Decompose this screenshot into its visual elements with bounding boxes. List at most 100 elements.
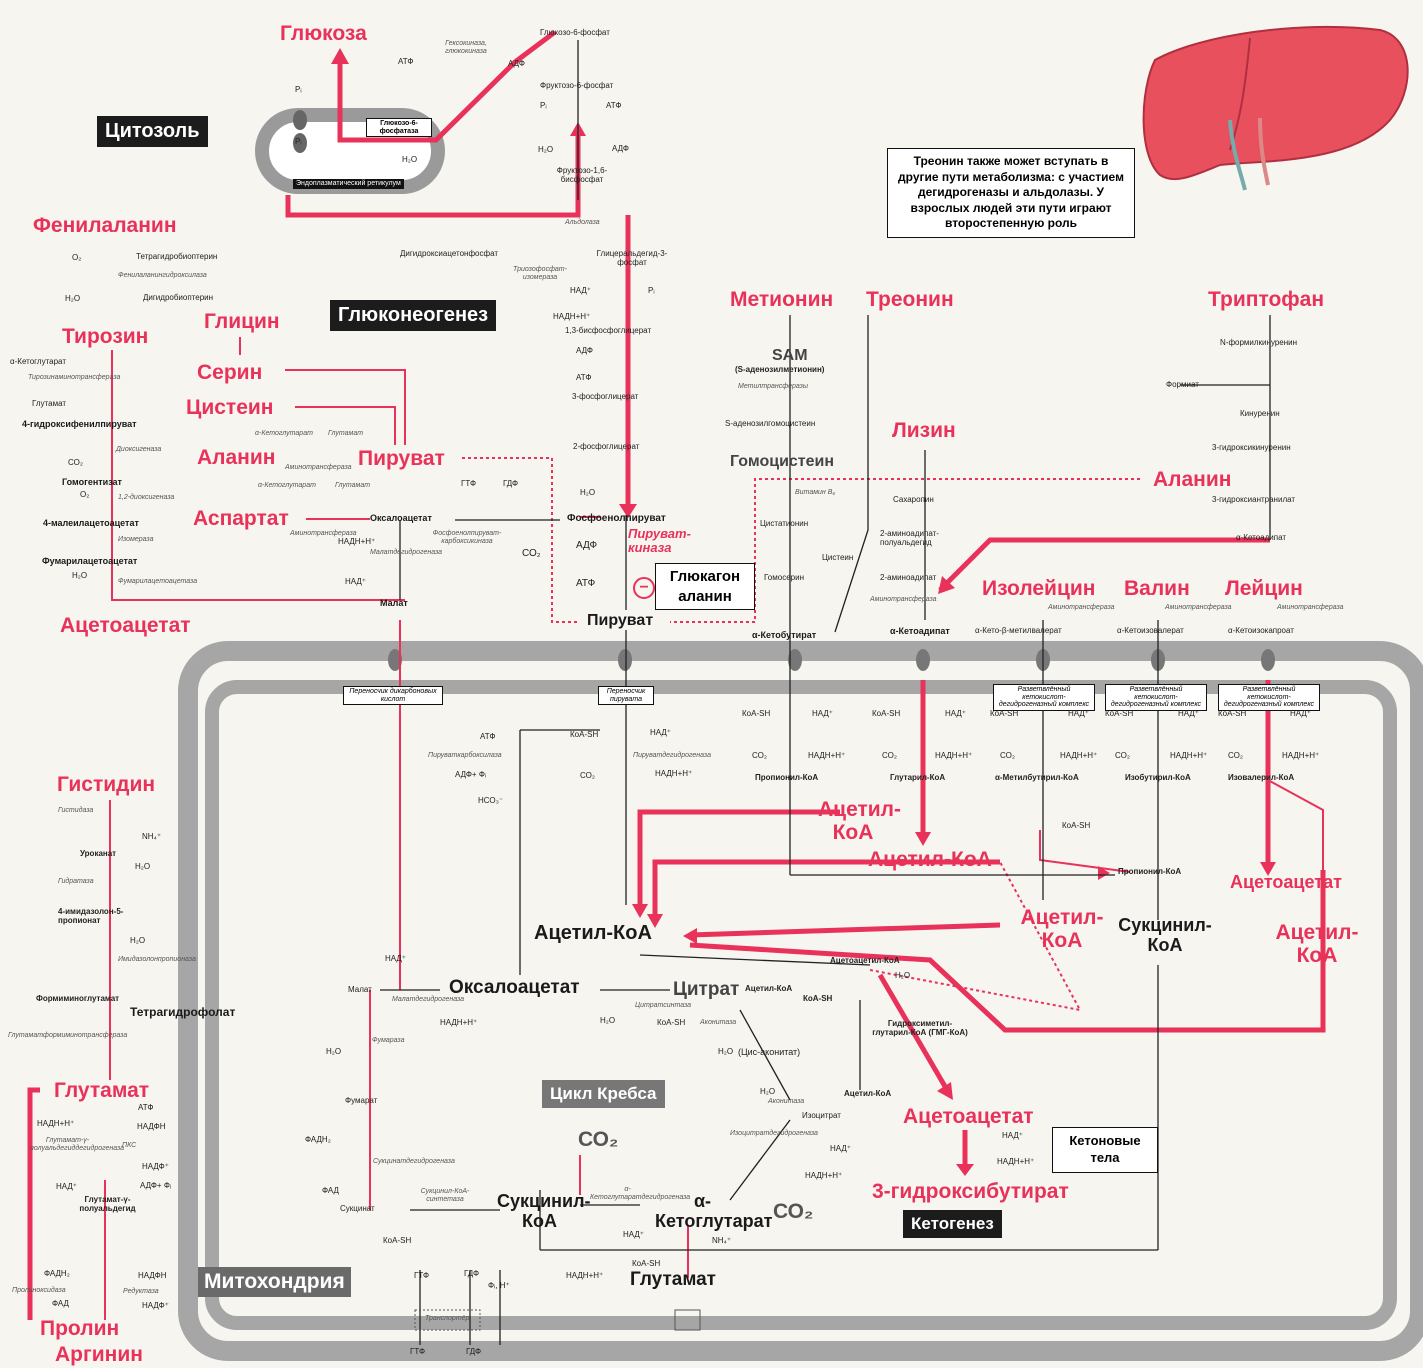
- sdh-label: Сукцинатдегидрогеназа: [373, 1158, 455, 1165]
- tat-label: Тирозинаминотрансфераза: [28, 374, 121, 381]
- pro-fadh: ФАДН₂: [44, 1269, 70, 1278]
- pi-1: Рᵢ: [540, 101, 547, 110]
- tyr-co2: СО₂: [68, 458, 83, 467]
- g6pase-box: Глюкозо-6-фосфатаза: [366, 118, 432, 138]
- p5cs-adp: АДФ+ Фᵢ: [140, 1181, 172, 1190]
- diox-label: Диоксигеназа: [116, 446, 162, 453]
- leucine-label: Лейцин: [1225, 577, 1303, 600]
- keto-nad: НАД⁺: [1002, 1131, 1024, 1140]
- coash-prop: КоА-SH: [1062, 821, 1091, 830]
- pi-mito: Фᵢ, Н⁺: [488, 1281, 510, 1290]
- imp-label: 4-имидазолон-5-пропионат: [58, 907, 124, 925]
- aspartate-label: Аспартат: [193, 507, 289, 530]
- co2-e: СО₂: [1228, 751, 1243, 760]
- sam-full: (S-аденозилметионин): [735, 365, 825, 374]
- ala-glu: Глутамат: [328, 430, 364, 437]
- bpg-label: 1,3-бисфосфоглицерат: [565, 326, 652, 335]
- tyr-glu: Глутамат: [32, 399, 67, 408]
- isoleucine-label: Изолейцин: [982, 577, 1096, 600]
- nad-e: НАД⁺: [1290, 709, 1312, 718]
- oxaloacetate-main: Оксалоацетат: [449, 977, 580, 998]
- glucagon-box: Глюкагон аланин: [655, 563, 755, 610]
- ka-label: α-Кетоадипат: [890, 626, 950, 636]
- pdh-nadh: НАДН+Н⁺: [655, 769, 693, 778]
- nad-b: НАД⁺: [945, 709, 967, 718]
- aaa-label: 2-аминоадипат-полуальдегид: [880, 529, 939, 547]
- histidine-label: Гистидин: [57, 773, 156, 796]
- cs-coash: КоА-SH: [657, 1018, 686, 1027]
- hga-label: Гомогентизат: [62, 477, 122, 487]
- nadh-d: НАДН+Н⁺: [1170, 751, 1208, 760]
- hco3: НСО₃⁻: [478, 796, 504, 805]
- keto-nadh: НАДН+Н⁺: [997, 1157, 1035, 1166]
- inhibition-sign: −: [633, 577, 655, 599]
- mito-atp: АТФ: [480, 732, 496, 741]
- pg3-label: 3-фосфоглицерат: [572, 392, 639, 401]
- co2-a: СО₂: [752, 751, 767, 760]
- pro-nadph: НАДФН: [138, 1271, 167, 1280]
- proline-label: Пролин: [40, 1317, 120, 1340]
- b6-label: Витамин В₆: [795, 489, 836, 496]
- pc-label: Пируваткарбоксилаза: [428, 752, 502, 759]
- pyruvate-carrier-box: Переносчик пирувата: [598, 686, 654, 706]
- citrate-label: Цитрат: [673, 979, 740, 1000]
- section-gluconeogenesis: Глюконеогенез: [330, 300, 497, 331]
- gdh-coash: КоА-SH: [632, 1259, 661, 1268]
- acetyl-coa-2: Ацетил-КоА: [868, 848, 992, 871]
- homocysteine-label: Гомоцистеин: [730, 453, 835, 470]
- gdh-nadh: НАДН+Н⁺: [566, 1271, 604, 1280]
- mito-adp: АДФ+ Фᵢ: [455, 770, 487, 779]
- serine-label: Серин: [197, 361, 263, 384]
- malate-cytosol: Малат: [380, 598, 408, 608]
- tryptophan-label: Триптофан: [1208, 288, 1325, 311]
- fumase-h2o: Н₂О: [326, 1047, 342, 1056]
- succinate-label: Сукцинат: [340, 1204, 375, 1213]
- atp-3: АТФ: [576, 373, 592, 382]
- aldolase-label: Альдолаза: [565, 219, 600, 226]
- cs-h2o: Н₂О: [600, 1016, 616, 1025]
- at-val: Аминотрансфераза: [1165, 604, 1232, 611]
- phenylalanine-label: Фенилаланин: [33, 214, 177, 237]
- nad-c: НАД⁺: [1068, 709, 1090, 718]
- isom-label: Изомераза: [118, 536, 154, 543]
- co2-akgdh: СО₂: [578, 1128, 619, 1151]
- atp-2: АТФ: [606, 101, 622, 110]
- gsa-label: Глутамат-γ-полуальдегид: [79, 1195, 136, 1213]
- hyd-label: Гидратаза: [58, 878, 94, 885]
- p5cs-nadh: НАДН+Н⁺: [37, 1119, 75, 1128]
- gap-label: Глицеральдегид-3-фосфат: [596, 249, 668, 267]
- alanine-dotted-route: [462, 457, 1140, 1012]
- ala-glu2: Глутамат: [335, 482, 371, 489]
- faa-label: Фумарилацетоацетат: [42, 556, 138, 566]
- p5cs-nadph: НАДФН: [137, 1122, 166, 1131]
- thbp-label: Тетрагидробиоптерин: [136, 252, 218, 261]
- adp-2: АДФ: [612, 144, 629, 153]
- tyr-h2o: Н₂О: [72, 571, 88, 580]
- nadh-b: НАДН+Н⁺: [935, 751, 973, 760]
- acetyl-coa-1: Ацетил-КоА: [818, 798, 902, 845]
- keto-coash: КоА-SH: [803, 994, 833, 1003]
- ast-label: Аминотрансфераза: [290, 530, 357, 537]
- aco2-label: Аконитаза: [768, 1098, 805, 1105]
- nfk-label: N-формилкинуренин: [1220, 338, 1298, 347]
- hmg-coa: Гидроксиметил-глутарил-КоА (ГМГ-КоА): [872, 1019, 968, 1037]
- acetyl-coa-3: Ацетил-КоА: [1020, 906, 1104, 953]
- maa-label: 4-малеилацетоацетат: [43, 518, 139, 528]
- f16bp-label: Фруктозо-1,6-бисфосфат: [556, 166, 608, 184]
- nadh-c: НАДН+Н⁺: [1060, 751, 1098, 760]
- ketone-bodies-box: Кетоновые тела: [1052, 1127, 1158, 1173]
- haa-label: 3-гидроксиантранилат: [1212, 495, 1296, 504]
- pi-er-1: Рᵢ: [295, 85, 302, 94]
- liver-icon: [1142, 25, 1409, 191]
- saccharopine-label: Сахаропин: [893, 495, 934, 504]
- gtp-bottom: ГТФ: [410, 1347, 426, 1356]
- bcd-box-3: Разветвлённый кетокислот-дегидрогеназный…: [1218, 684, 1320, 712]
- keto-acoa2: Ацетил-КоА: [844, 1089, 892, 1098]
- coash-a: КоА-SH: [742, 709, 771, 718]
- phe-h2o: Н₂О: [65, 294, 81, 303]
- idh-nadh: НАДН+Н⁺: [805, 1171, 843, 1180]
- pdh-co2: СО₂: [580, 771, 595, 780]
- pod-label: Пролиноксидаза: [12, 1287, 66, 1294]
- idh-nad: НАД⁺: [830, 1144, 852, 1153]
- hydroxybutyrate-label: 3-гидроксибутират: [872, 1180, 1069, 1203]
